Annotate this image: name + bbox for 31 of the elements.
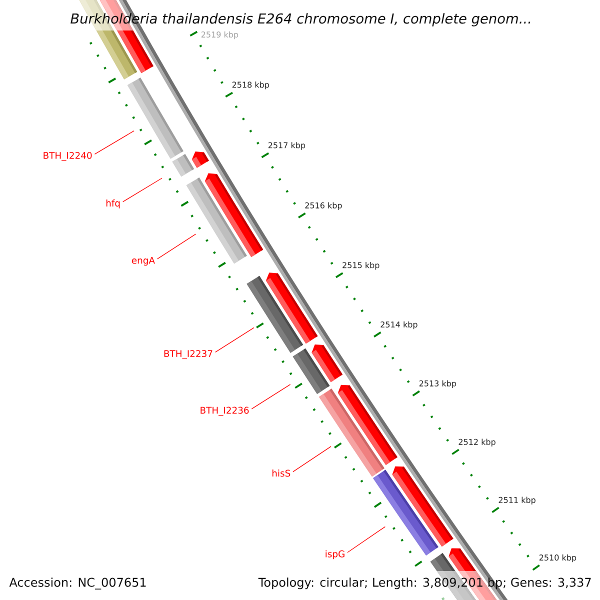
leader-line <box>292 446 332 472</box>
gene-bar <box>318 388 384 477</box>
gene-label: hisS <box>272 470 290 477</box>
gene-block <box>192 152 209 168</box>
gene-label: BTH_I2237 <box>164 350 212 360</box>
tick-label: 2510 kbp <box>539 554 576 562</box>
gene-bar <box>127 78 184 159</box>
gene-bar <box>172 154 194 177</box>
tick-label: 2512 kbp <box>458 438 496 446</box>
leader-line <box>214 327 254 353</box>
gene-label: hfq <box>106 199 120 208</box>
gene-bar <box>292 348 330 394</box>
tick-label: 2513 kbp <box>419 380 456 388</box>
gene-label: engA <box>132 256 155 266</box>
gene-bar <box>373 470 438 556</box>
leader-line <box>156 234 196 260</box>
tick-label: 2514 kbp <box>380 321 418 330</box>
tick-label: 2515 kbp <box>342 262 380 270</box>
gene-label: BTH_I2236 <box>200 406 249 416</box>
tick-label: 2518 kbp <box>232 82 270 90</box>
leader-line <box>347 526 386 553</box>
tick-label: 2517 kbp <box>268 142 306 150</box>
tick-label: 2519 kbp <box>201 31 238 40</box>
gene-bar <box>246 276 304 353</box>
leader-line <box>251 384 291 410</box>
gene-label: ispG <box>326 550 344 560</box>
gene-bar <box>186 178 247 264</box>
tick-label: 2516 kbp <box>305 202 342 210</box>
tick-label: 2511 kbp <box>498 496 536 505</box>
footer-text: Accession: NC_007651 <box>9 578 146 590</box>
gene-label: BTH_I2240 <box>44 152 92 161</box>
